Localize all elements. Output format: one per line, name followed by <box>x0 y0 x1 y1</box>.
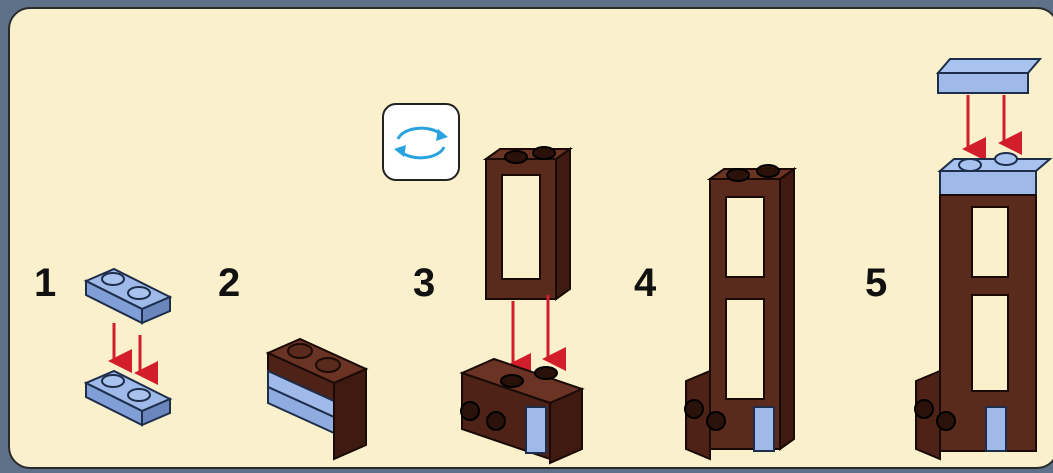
step5-tower <box>915 153 1050 459</box>
step3-base <box>461 359 582 463</box>
step2-assembly <box>268 339 366 459</box>
building-illustrations <box>10 9 1053 469</box>
instruction-panel: 1 2 3 4 5 <box>8 7 1053 469</box>
step1-plate-top <box>86 269 170 323</box>
step3-window-frame <box>486 147 570 299</box>
step5-top-plate <box>938 59 1040 93</box>
step4-tower <box>685 165 794 459</box>
step1-plate-bottom <box>86 371 170 425</box>
